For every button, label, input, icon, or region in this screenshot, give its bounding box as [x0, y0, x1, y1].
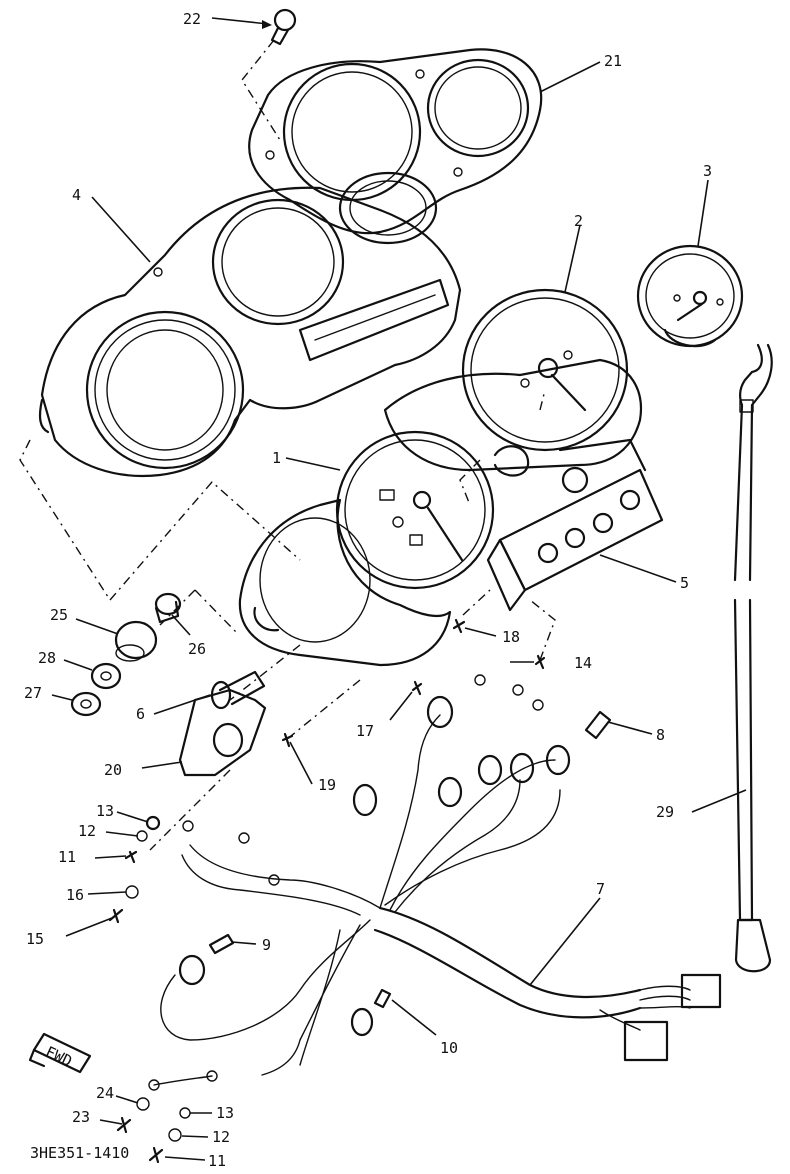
- indicator-light-panel: [486, 438, 664, 612]
- gauge-3: [636, 244, 744, 348]
- callout-6: 6: [136, 705, 145, 723]
- indicator-bulb-22: [270, 8, 297, 46]
- tachometer: [383, 288, 643, 477]
- callout-26: 26: [188, 640, 206, 658]
- callout-17: 17: [356, 722, 374, 740]
- reference-code: 3HE351-1410: [30, 1144, 129, 1162]
- callout-2: 2: [574, 212, 583, 230]
- callout-20: 20: [104, 761, 122, 779]
- callout-12: 12: [78, 822, 96, 840]
- callout-18: 18: [502, 628, 520, 646]
- callout-9: 9: [262, 936, 271, 954]
- callout-28: 28: [38, 649, 56, 667]
- callout-4: 4: [72, 186, 81, 204]
- callout-3: 3: [703, 162, 712, 180]
- callout-13-lower: 13: [216, 1104, 234, 1122]
- callout-25: 25: [50, 606, 68, 624]
- fwd-arrow: FWD: [28, 1032, 92, 1074]
- callout-7: 7: [596, 880, 605, 898]
- callout-23: 23: [72, 1108, 90, 1126]
- callout-13: 13: [96, 802, 114, 820]
- callout-12-lower: 12: [212, 1128, 230, 1146]
- callout-11-lower: 11: [208, 1152, 226, 1170]
- callout-27: 27: [24, 684, 42, 702]
- callout-24: 24: [96, 1084, 114, 1102]
- meter-cover-panel: [248, 48, 543, 235]
- assembly-lines: [19, 39, 556, 851]
- callout-15: 15: [26, 930, 44, 948]
- callout-labels: 22 21 3 4 2 1 5 25 26 28 14 18 27 6 17 8…: [24, 10, 712, 1170]
- callout-22: 22: [183, 10, 201, 28]
- speedometer: [238, 430, 495, 667]
- callout-8: 8: [656, 726, 665, 744]
- small-parts: [70, 592, 612, 1164]
- callout-11: 11: [58, 848, 76, 866]
- callout-29: 29: [656, 803, 674, 821]
- meter-case: [38, 171, 462, 477]
- callout-1: 1: [272, 449, 281, 467]
- callout-14: 14: [574, 654, 592, 672]
- wire-harness: [148, 674, 722, 1091]
- callout-5: 5: [680, 574, 689, 592]
- callout-10: 10: [440, 1039, 458, 1057]
- callout-19: 19: [318, 776, 336, 794]
- callout-16: 16: [66, 886, 84, 904]
- callout-21: 21: [604, 52, 622, 70]
- speedometer-cable: [733, 343, 773, 973]
- leader-lines: [51, 17, 747, 1161]
